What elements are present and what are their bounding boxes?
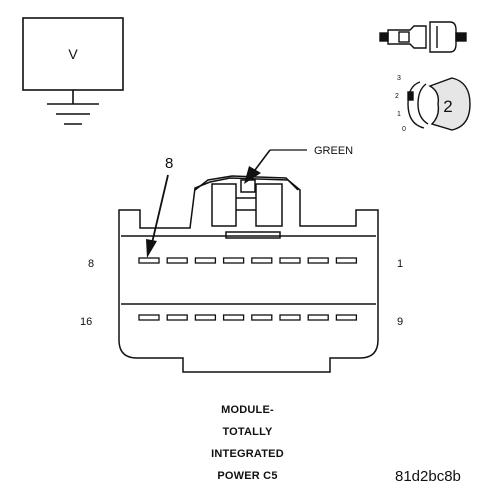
connector-c5 <box>118 175 379 373</box>
probe-connector-icon <box>379 21 467 53</box>
caption-line-4: POWER C5 <box>217 470 278 482</box>
caption-line-1: MODULE- <box>221 404 274 416</box>
latch-color-label: GREEN <box>314 145 353 157</box>
terminal-cavity <box>251 314 273 321</box>
terminal-cavity <box>279 314 301 321</box>
terminal-cavity <box>222 257 245 264</box>
terminal-cavity <box>307 257 329 264</box>
terminal-cavity <box>166 257 188 264</box>
terminal-cavity <box>138 257 160 264</box>
pointer-label: 8 <box>165 155 173 172</box>
svg-text:0: 0 <box>402 126 406 133</box>
voltmeter: V <box>22 17 124 91</box>
terminal-cavity <box>222 314 245 321</box>
probe-scale: 3 2 1 0 <box>395 75 406 133</box>
terminal-cavity <box>279 257 301 264</box>
pin-label-bottom-right: 9 <box>397 316 403 328</box>
svg-text:3: 3 <box>397 75 401 82</box>
terminal-cavity <box>335 314 358 321</box>
terminal-cavity <box>166 314 188 321</box>
caption-line-3: INTEGRATED <box>211 448 284 460</box>
terminal-cavity <box>335 257 358 264</box>
terminal-cavity <box>307 314 329 321</box>
ground-symbol <box>47 90 99 125</box>
svg-text:2: 2 <box>395 93 399 100</box>
voltmeter-symbol: V <box>68 46 78 62</box>
pin-8-pointer: 8 <box>146 155 173 258</box>
pin-label-top-left: 8 <box>88 258 94 270</box>
terminal-row-bottom <box>138 314 358 321</box>
pin-label-bottom-left: 16 <box>80 316 92 328</box>
latch-callout: GREEN <box>244 145 353 184</box>
figure-code: 81d2bc8b <box>395 468 461 485</box>
terminal-row-top <box>138 257 358 264</box>
probe-step-number: 2 <box>443 97 452 116</box>
terminal-cavity <box>194 257 217 264</box>
svg-text:1: 1 <box>397 111 401 118</box>
probe-step-icon: 2 <box>407 77 471 131</box>
terminal-cavity <box>138 314 160 321</box>
terminal-cavity <box>194 314 217 321</box>
pin-label-top-right: 1 <box>397 258 403 270</box>
terminal-cavity <box>251 257 273 264</box>
caption-line-2: TOTALLY <box>222 426 273 438</box>
